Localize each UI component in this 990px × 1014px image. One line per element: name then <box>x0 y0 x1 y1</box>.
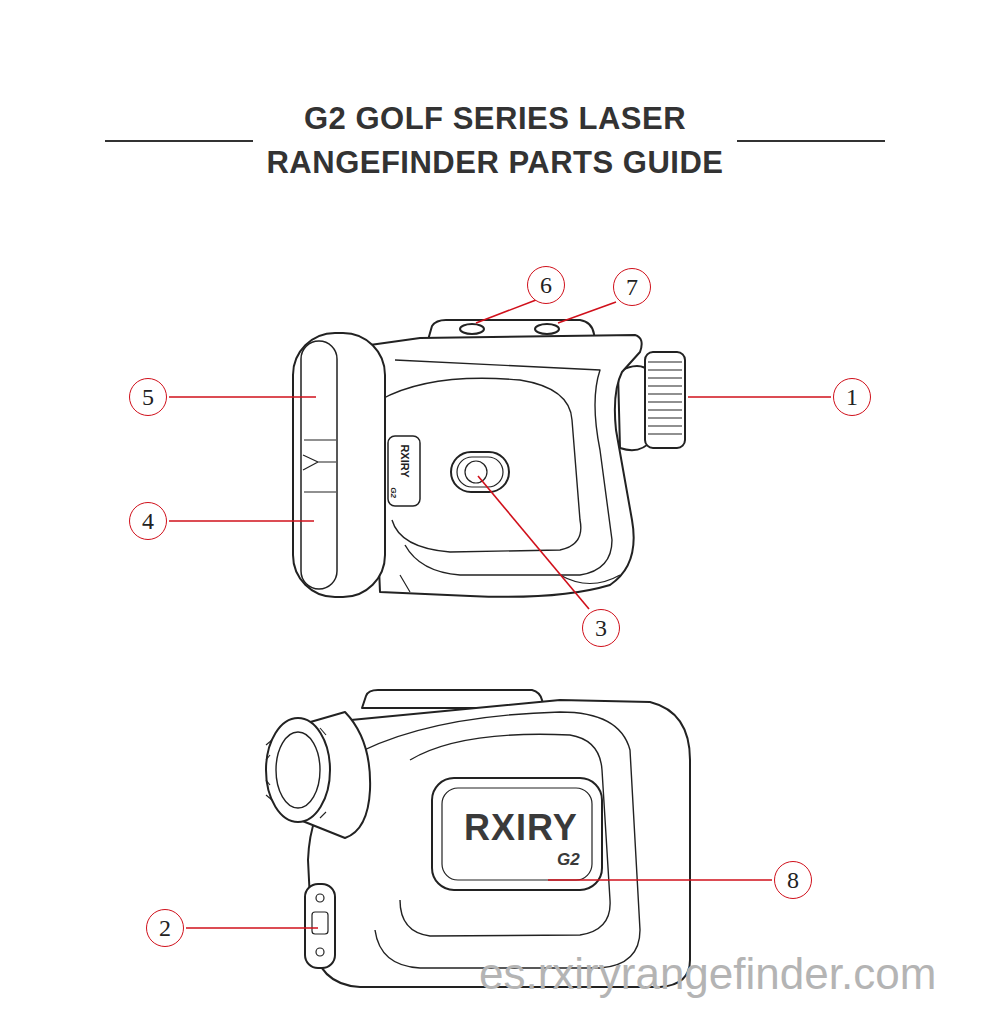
callout-circle: 5 <box>129 378 167 416</box>
title-rule <box>105 140 253 142</box>
brand-mark: RXIRY <box>464 807 578 849</box>
callout-number: 8 <box>787 868 799 892</box>
callout-circle: 8 <box>774 861 812 899</box>
title: G2 GOLF SERIES LASER RANGEFINDER PARTS G… <box>260 97 730 185</box>
model-mark: G2 <box>557 850 580 870</box>
callout-circle: 1 <box>833 378 871 416</box>
bottom-device <box>266 690 690 987</box>
model-mark: G2 <box>389 487 398 498</box>
callout-number: 5 <box>142 385 154 409</box>
callout-number: 6 <box>540 273 552 297</box>
leader-lines <box>169 300 831 928</box>
callout-number: 1 <box>846 385 858 409</box>
callout-number: 4 <box>142 509 154 533</box>
watermark: es.rxiryrangefinder.com <box>479 949 936 999</box>
callout-circle: 4 <box>129 502 167 540</box>
top-device <box>293 320 685 597</box>
callout-number: 3 <box>595 616 607 640</box>
callout-circle: 2 <box>146 909 184 947</box>
brand-mark: RXIRY <box>399 444 411 477</box>
callout-circle: 3 <box>582 609 620 647</box>
callout-circle: 7 <box>613 268 651 306</box>
title-rule <box>737 140 885 142</box>
callout-circle: 6 <box>527 266 565 304</box>
callout-number: 7 <box>626 275 638 299</box>
callout-number: 2 <box>159 916 171 940</box>
